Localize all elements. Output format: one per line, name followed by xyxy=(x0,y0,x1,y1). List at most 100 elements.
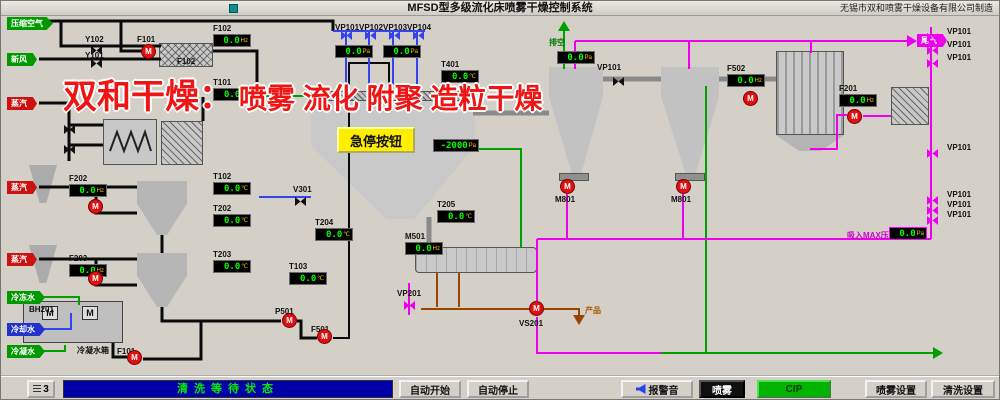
source-tag-0: 压缩空气 xyxy=(7,17,53,30)
button-label: 报警音 xyxy=(648,385,679,397)
pump-motor-10[interactable]: M xyxy=(743,91,758,106)
agitator-motor-1: M xyxy=(42,306,58,320)
valve-0[interactable] xyxy=(91,42,102,55)
source-tag-2: 蒸汽 xyxy=(7,97,37,110)
device-label-6: VP103 xyxy=(383,23,408,32)
pump-motor-2[interactable]: M xyxy=(88,271,103,286)
source-tag-4: 蒸汽 xyxy=(7,253,37,266)
device-label-14: VP101 xyxy=(947,190,972,199)
valve-2[interactable] xyxy=(341,27,352,40)
display-tag-label: T203 xyxy=(213,250,232,259)
digital-readout: 0.0℃ xyxy=(213,182,251,195)
alarm-sound-button[interactable]: 报警音 xyxy=(621,380,693,398)
valve-7[interactable] xyxy=(64,141,75,154)
source-tag-8: 尾气 xyxy=(917,34,947,47)
button-label: 喷雾 xyxy=(712,385,732,397)
valve-10[interactable] xyxy=(613,73,624,86)
device-label-2: F101 xyxy=(137,35,156,44)
pump-motor-8[interactable]: M xyxy=(847,109,862,124)
device-label-28: 吸入MAX压 xyxy=(847,231,889,240)
display-tag-label: F203 xyxy=(69,254,88,263)
valve-3[interactable] xyxy=(365,27,376,40)
device-label-20: VP201 xyxy=(397,289,422,298)
heat-exchanger-f102 xyxy=(159,43,213,67)
titlebar: MFSD型多级流化床喷雾干燥控制系统 无锡市双和喷雾干燥设备有限公司制造 xyxy=(1,1,999,16)
pump-motor-6[interactable]: M xyxy=(560,179,575,194)
digital-readout: 0.0℃ xyxy=(213,214,251,227)
valve-5[interactable] xyxy=(413,27,424,40)
device-label-8: 排空 xyxy=(549,38,565,47)
valve-11[interactable] xyxy=(927,29,938,42)
auto-start-button[interactable]: 自动开始 xyxy=(399,380,461,398)
valve-12[interactable] xyxy=(927,42,938,55)
valve-8[interactable] xyxy=(295,193,306,206)
window-icon xyxy=(229,4,238,13)
pump-motor-7[interactable]: M xyxy=(676,179,691,194)
display-tag-label: F201 xyxy=(839,84,858,93)
device-label-10: VP101 xyxy=(947,27,972,36)
heat-exchanger-right xyxy=(891,87,929,125)
spray-drying-chamber xyxy=(311,91,475,219)
valve-1[interactable] xyxy=(91,55,102,68)
valve-17[interactable] xyxy=(927,212,938,225)
valve-6[interactable] xyxy=(64,121,75,134)
display-tag-label: F202 xyxy=(69,174,88,183)
filter-box xyxy=(161,121,203,165)
digital-readout: 0.0℃ xyxy=(289,272,327,285)
list-icon xyxy=(33,384,42,394)
source-tag-3: 蒸汽 xyxy=(7,181,37,194)
display-tag-label: T101 xyxy=(213,78,232,87)
device-label-3: F102 xyxy=(177,57,196,66)
auto-stop-button[interactable]: 自动停止 xyxy=(467,380,529,398)
pump-motor-1[interactable]: M xyxy=(88,199,103,214)
pump-motor-0[interactable]: M xyxy=(141,44,156,59)
device-label-22: P501 xyxy=(275,307,294,316)
valve-16[interactable] xyxy=(927,202,938,215)
valve-14[interactable] xyxy=(927,145,938,158)
source-tag-5: 冷冻水 xyxy=(7,291,45,304)
valve-9[interactable] xyxy=(404,297,415,310)
page-title: MFSD型多级流化床喷雾干燥控制系统 xyxy=(407,2,593,14)
clean-settings-button[interactable]: 清洗设置 xyxy=(931,380,995,398)
digital-readout: 0.0℃ xyxy=(315,228,353,241)
heater-coil-icon xyxy=(109,128,152,154)
emergency-stop-button[interactable]: 急停按钮 xyxy=(337,127,415,153)
spray-settings-button[interactable]: 喷雾设置 xyxy=(865,380,927,398)
cip-button[interactable]: CIP xyxy=(757,380,831,398)
manufacturer-label: 无锡市双和喷雾干燥设备有限公司制造 xyxy=(839,3,993,13)
device-label-12: VP101 xyxy=(947,53,972,62)
device-label-0: Y102 xyxy=(85,35,104,44)
display-tag-label: T204 xyxy=(315,218,334,227)
pump-motor-4[interactable]: M xyxy=(317,329,332,344)
button-label: 自动开始 xyxy=(410,385,450,397)
valve-13[interactable] xyxy=(927,55,938,68)
source-tag-7: 冷凝水 xyxy=(7,345,45,358)
rotary-valve-1 xyxy=(559,173,589,181)
button-label: 自动停止 xyxy=(478,385,518,397)
device-label-24: BH201 xyxy=(29,305,54,314)
page-selector[interactable]: 3 xyxy=(27,380,55,398)
pump-motor-3[interactable]: M xyxy=(282,313,297,328)
pump-motor-5[interactable]: M xyxy=(127,350,142,365)
device-label-19: V301 xyxy=(293,185,312,194)
valve-4[interactable] xyxy=(389,27,400,40)
display-tag-label: T102 xyxy=(213,172,232,181)
device-label-13: VP101 xyxy=(947,143,972,152)
valve-15[interactable] xyxy=(927,192,938,205)
button-label: 清洗设置 xyxy=(943,385,983,397)
pump-motor-9[interactable]: M xyxy=(529,301,544,316)
spray-button[interactable]: 喷雾 xyxy=(699,380,745,398)
